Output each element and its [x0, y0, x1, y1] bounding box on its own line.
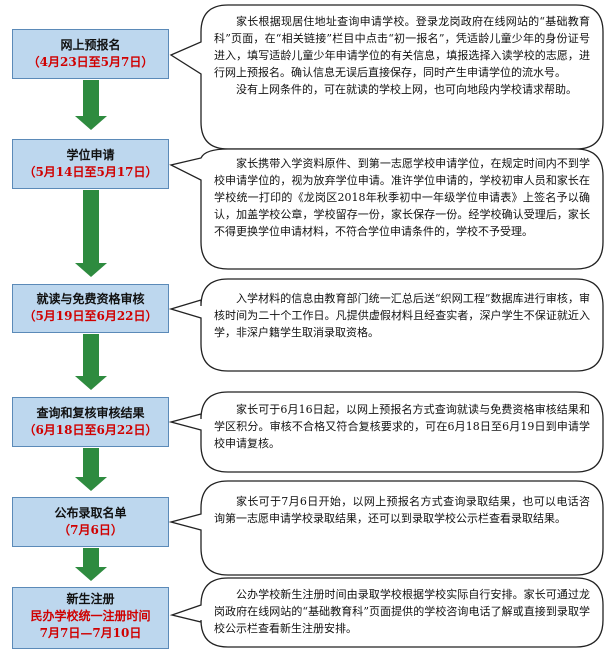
step-date: （7月6日） [58, 523, 123, 537]
step-box-5: 公布录取名单 （7月6日） [12, 497, 169, 547]
step-title: 就读与免费资格审核 [36, 292, 145, 306]
down-arrow-icon [75, 548, 107, 581]
note-text: 入学材料的信息由教育部门统一汇总后送“织网工程”数据库进行审核，审核时间为二十个… [214, 292, 590, 339]
note-text: 家长可于6月16日起，以网上预报名方式查询就读与免费资格审核结果和学区积分。审核… [214, 403, 590, 450]
down-arrow-icon [75, 190, 107, 277]
note-text: 家长根据现居住地址查询申请学校。登录龙岗政府在线网站的“基础教育科”页面，在“相… [214, 15, 590, 79]
step-date: （5月19日至6月22日） [23, 309, 158, 323]
step-box-3: 就读与免费资格审核 （5月19日至6月22日） [12, 284, 169, 333]
note-text: 没有上网条件的，可在就读的学校上网，也可向地段内学校请求帮助。 [236, 83, 577, 96]
step-title: 公布录取名单 [54, 506, 127, 520]
step-box-6: 新生注册 民办学校统一注册时间 7月7日—7月10日 [12, 587, 169, 649]
step-date: （6月18日至6月22日） [23, 423, 158, 437]
note-text: 公办学校新生注册时间由录取学校根据学校实际自行安排。家长可通过龙岗政府在线网站的… [214, 588, 590, 635]
step-date: （5月14日至5月17日） [23, 165, 158, 179]
step-date-2: 7月7日—7月10日 [39, 626, 142, 640]
step-title: 学位申请 [66, 148, 115, 162]
note-text: 家长可于7月6日开始，以网上预报名方式查询录取结果，也可以电话咨询第一志愿申请学… [214, 495, 590, 525]
step-date: （4月23日至5月7日） [27, 55, 154, 69]
down-arrow-icon [75, 80, 107, 130]
step-box-2: 学位申请 （5月14日至5月17日） [12, 139, 169, 189]
step-box-4: 查询和复核审核结果 （6月18日至6月22日） [12, 397, 169, 447]
down-arrow-icon [75, 334, 107, 390]
step-title: 新生注册 [66, 592, 115, 606]
note-text: 家长携带入学资料原件、到第一志愿学校申请学位，在规定时间内不到学校申请学位的，视… [214, 157, 590, 238]
step-title: 网上预报名 [60, 38, 121, 52]
step-box-1: 网上预报名 （4月23日至5月7日） [12, 29, 169, 79]
step-date: 民办学校统一注册时间 [30, 609, 151, 623]
down-arrow-icon [75, 448, 107, 491]
step-title: 查询和复核审核结果 [36, 406, 145, 420]
